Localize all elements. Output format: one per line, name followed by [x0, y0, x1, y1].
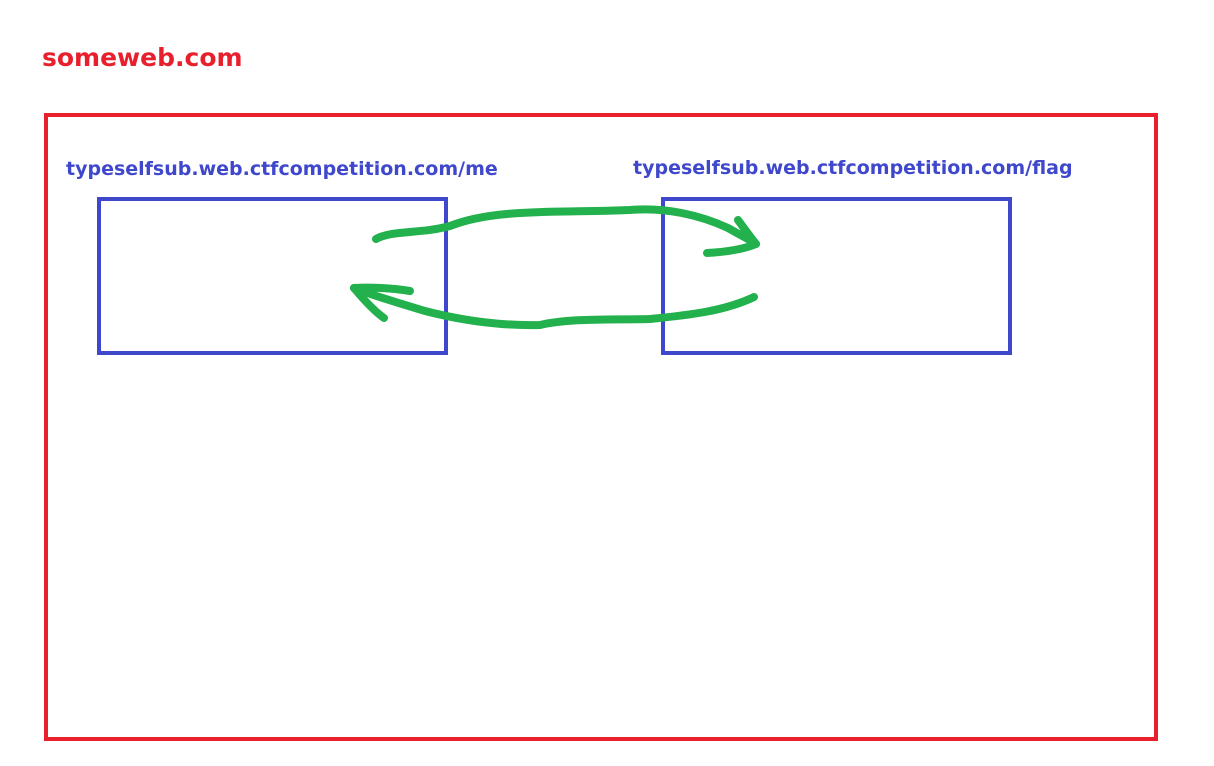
- left-iframe-box: [97, 197, 448, 355]
- left-frame-label: typeselfsub.web.ctfcompetition.com/me: [66, 158, 498, 180]
- site-title: someweb.com: [42, 43, 243, 72]
- right-frame-label: typeselfsub.web.ctfcompetition.com/flag: [633, 157, 1073, 179]
- outer-page-frame: [44, 113, 1158, 741]
- right-iframe-box: [661, 197, 1012, 355]
